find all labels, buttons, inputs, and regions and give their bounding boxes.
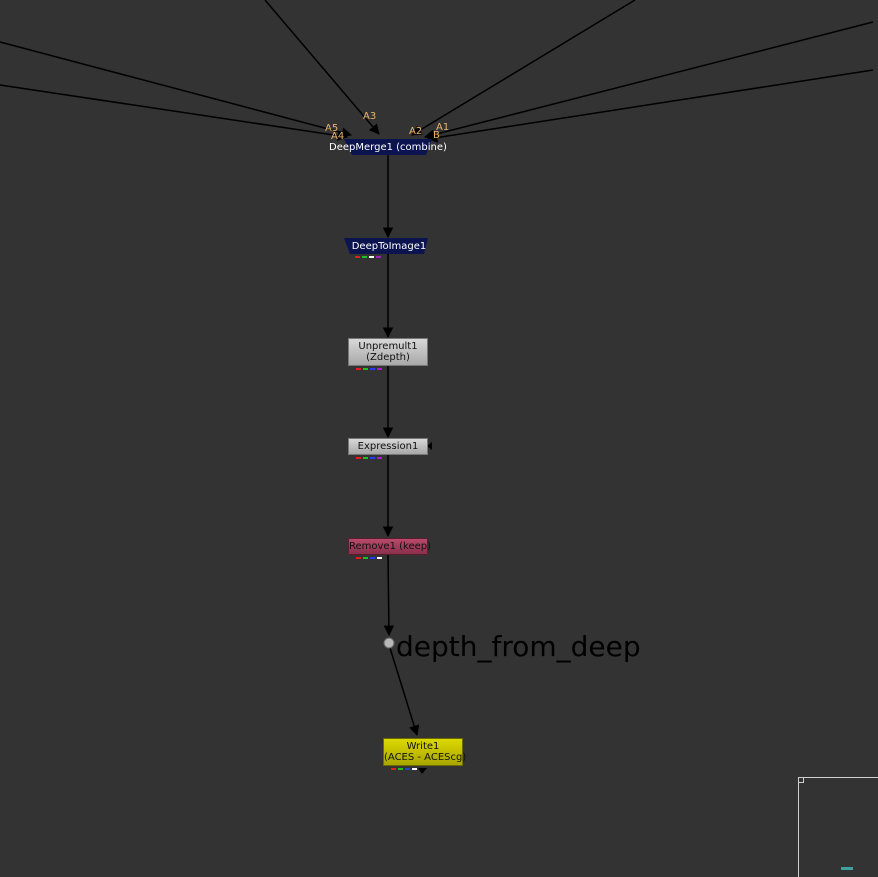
pipe-a4[interactable] [0,84,349,141]
input-label-a5: A5 [325,123,339,134]
unpremult-node-sublabel: (Zdepth) [366,352,410,363]
expression-mask-input-arrow[interactable] [427,442,432,450]
deepmerge-node-label: DeepMerge1 (combine) [329,142,447,153]
deeptoimage-node-label: DeepToImage1 [351,241,427,252]
deepmerge-node[interactable]: DeepMerge1 (combine) [318,141,458,154]
pipe-remove-to-dot[interactable] [383,554,395,637]
unpremult-node[interactable]: Unpremult1 (Zdepth) [348,338,428,370]
write-node-label: Write1 [406,741,440,752]
input-label-b: B [433,130,440,141]
pipe-a2[interactable] [411,0,636,136]
channel-indicator [387,762,423,770]
pipe-dot-to-write[interactable] [389,647,420,737]
channel-indicator [351,250,387,258]
dot-node-label: depth_from_deep [396,630,641,663]
dot-node[interactable] [383,637,395,649]
deeptoimage-node-shape[interactable] [344,238,428,254]
expression-node-label: Expression1 [357,441,419,452]
expression-node[interactable]: Expression1 [348,438,428,459]
write-node-sublabel: (ACES - ACEScg) [384,752,467,763]
input-label-a2: A2 [409,126,423,137]
pipe-a5[interactable] [0,41,353,138]
deeptoimage-node[interactable]: DeepToImage1 [344,240,434,258]
deepmerge-node-shape[interactable] [344,139,432,155]
channel-indicator [352,551,388,559]
minimap-corner-handle[interactable] [798,777,804,783]
input-label-a1: A1 [436,122,450,133]
channel-indicator [352,451,388,459]
pipe-b[interactable] [426,69,874,143]
node-graph-minimap[interactable] [798,777,878,877]
remove-node[interactable]: Remove1 (keep) [348,538,432,559]
unpremult-node-label: Unpremult1 [358,341,418,352]
pipe-a3[interactable] [264,0,380,135]
minimap-viewport-marker [841,867,853,870]
pipe-a1[interactable] [423,21,874,140]
remove-node-label: Remove1 (keep) [349,541,432,552]
write-output-arrow [418,768,427,774]
input-label-a3: A3 [363,111,377,122]
channel-indicator [352,362,388,370]
write-node[interactable]: Write1 (ACES - ACEScg) [383,738,467,770]
input-label-a4: A4 [331,131,345,142]
